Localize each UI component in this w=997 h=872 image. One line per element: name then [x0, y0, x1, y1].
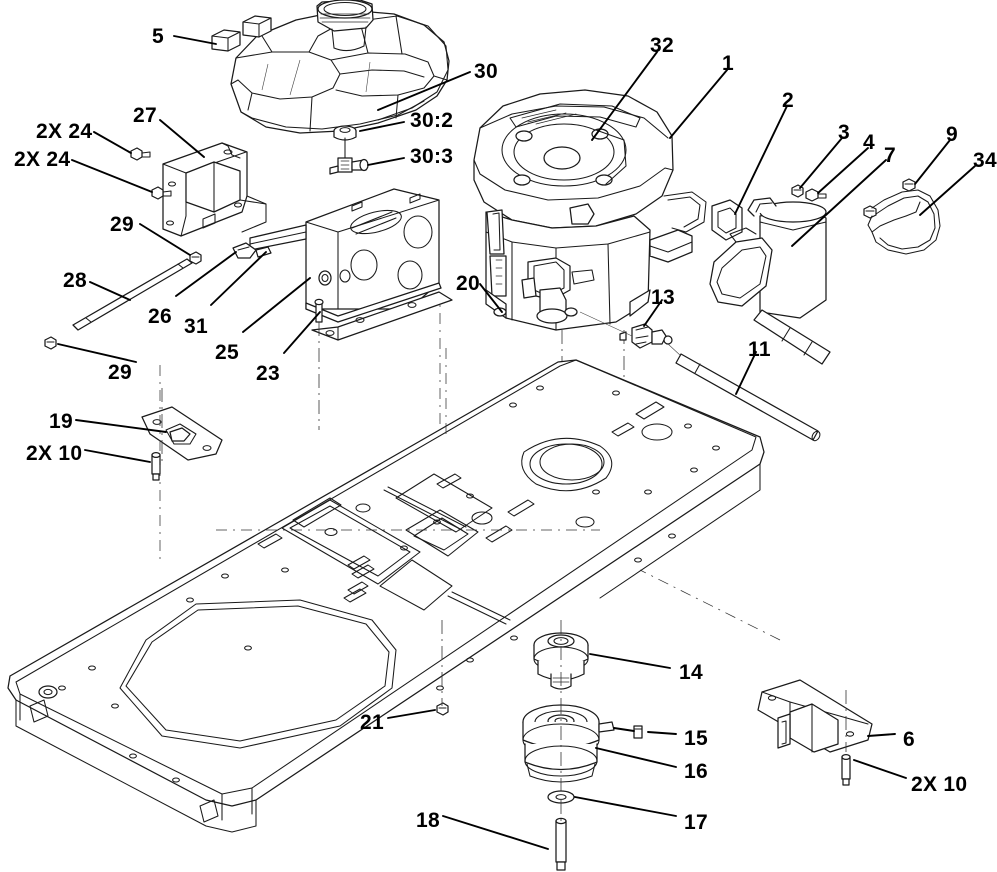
callout-30-2: 30:2	[410, 109, 454, 132]
bolt-part-10-b	[841, 753, 851, 786]
callout-11: 11	[748, 338, 771, 361]
callout-4: 4	[863, 131, 875, 154]
callout-30: 30	[474, 60, 498, 83]
callout-2: 2	[782, 89, 794, 112]
locknut-part-29-a	[189, 251, 202, 265]
callout-1: 1	[722, 52, 734, 75]
callout-18: 18	[416, 809, 440, 832]
callout-27: 27	[133, 104, 157, 127]
callout-13: 13	[651, 286, 675, 309]
upper-pulley-part-14	[533, 620, 589, 700]
bolt-part-10-a	[151, 451, 161, 481]
callout-2x-24-b: 2X 24	[14, 148, 71, 171]
exhaust-gasket-part-2	[711, 199, 743, 241]
callout-34: 34	[973, 149, 997, 172]
double-pulley-part-16	[522, 700, 615, 800]
callout-17: 17	[684, 811, 708, 834]
callout-2x-10-b: 2X 10	[911, 773, 968, 796]
callout-2x-10-a: 2X 10	[26, 442, 83, 465]
rod-part-28	[72, 258, 193, 331]
callout-32: 32	[650, 34, 674, 57]
callout-28: 28	[63, 269, 87, 292]
muffler-part-7	[709, 197, 831, 365]
bolt-part-18	[555, 800, 567, 871]
key-part-15	[633, 725, 643, 739]
callout-30-3: 30:3	[410, 145, 454, 168]
fuel-tank-part-30	[230, 0, 450, 134]
callout-3: 3	[838, 121, 850, 144]
fuel-fitting-part-13	[619, 323, 673, 349]
screw-guard-left	[863, 205, 877, 219]
callout-23: 23	[256, 362, 280, 385]
callout-5: 5	[152, 25, 164, 48]
engine-part-1	[473, 89, 707, 460]
callout-29-b: 29	[108, 361, 132, 384]
callout-25: 25	[215, 341, 239, 364]
locknut-part-21	[436, 620, 449, 716]
fastener-part-4	[805, 188, 827, 202]
callout-2x-24-a: 2X 24	[36, 120, 93, 143]
callout-7: 7	[884, 144, 896, 167]
fastener-part-24-b	[151, 186, 172, 200]
idler-bracket-part-19	[141, 388, 223, 462]
fuel-valve-part-30-3	[329, 137, 369, 175]
callout-14: 14	[679, 661, 703, 684]
mower-deck-frame	[7, 300, 781, 833]
muffler-guard-part-34	[867, 189, 941, 255]
clip-part-26	[232, 242, 272, 259]
belt-guard-bracket-part-6	[757, 679, 873, 753]
callout-19: 19	[49, 410, 73, 433]
callout-29-a: 29	[110, 213, 134, 236]
callout-26: 26	[148, 305, 172, 328]
block-part-5	[211, 15, 272, 52]
callout-6: 6	[903, 728, 915, 751]
locknut-part-29-b	[44, 336, 57, 350]
leader-lines	[57, 35, 976, 850]
callout-20: 20	[456, 272, 480, 295]
callout-21: 21	[360, 711, 384, 734]
battery-tray-part-27	[162, 142, 267, 237]
callout-16: 16	[684, 760, 708, 783]
callout-15: 15	[684, 727, 708, 750]
callout-31: 31	[184, 315, 208, 338]
engine-mount-plate-part-25	[249, 188, 453, 430]
screw-part-9	[902, 178, 916, 192]
callout-9: 9	[946, 123, 958, 146]
fuel-line-part-11	[675, 353, 821, 442]
fastener-part-24-a	[130, 147, 151, 161]
